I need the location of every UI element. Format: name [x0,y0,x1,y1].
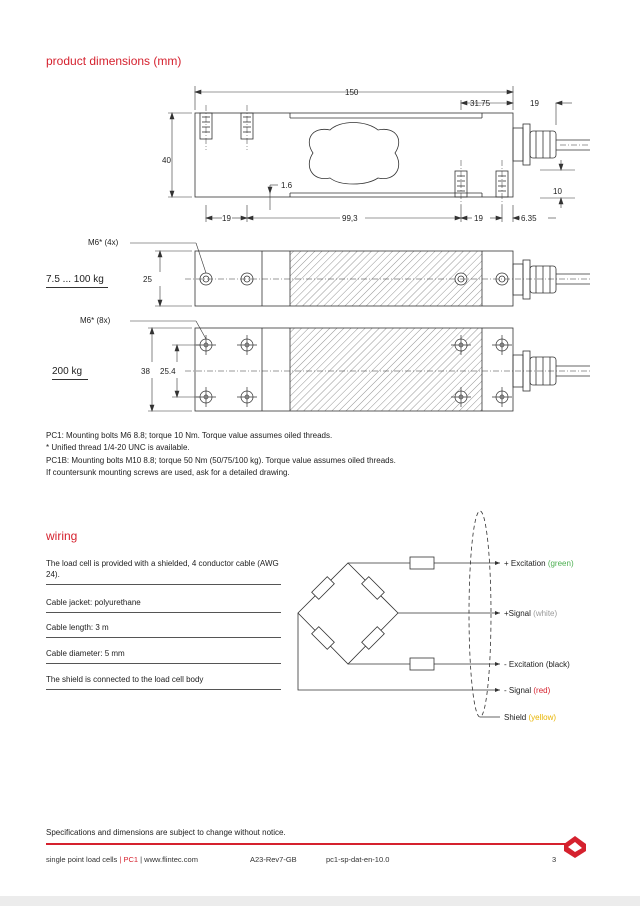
note-line: If countersunk mounting screws are used,… [46,468,290,478]
wire-color: (white) [533,609,558,618]
wiring-title: wiring [46,529,78,543]
note-line: PC1: Mounting bolts M6 8.8; torque 10 Nm… [46,431,333,440]
dim-6-35: 6.35 [521,214,537,223]
dim-25: 25 [143,275,152,284]
footer-website[interactable]: www.flintec.com [144,855,198,864]
label-range-large: 200 kg [52,366,88,380]
footer-rule [46,843,568,845]
dim-1-6: 1.6 [281,181,293,190]
dim-19-left: 19 [222,214,231,223]
dim-19-top: 19 [530,99,539,108]
wiring-spec-item: Cable diameter: 5 mm [46,648,281,664]
dim-10: 10 [553,187,562,196]
dim-150: 150 [345,88,359,97]
dim-31-75: 31.75 [470,99,491,108]
wiring-spec-item: Cable jacket: polyurethane [46,597,281,613]
footer-doc-code: pc1-sp-dat-en-10.0 [326,855,390,864]
label-m6-4x: M6* (4x) [88,238,119,247]
note-line: PC1B: Mounting bolts M10 8.8; torque 50 … [46,455,396,465]
dimension-notes: PC1: Mounting bolts M6 8.8; torque 10 Nm… [46,430,396,480]
page-number: 3 [552,855,557,864]
footer-product: single point load cells [46,855,118,864]
wire-name: Shield [504,713,527,722]
footer-revision: A23-Rev7-GB [250,855,297,864]
wire-label-excitation-minus: - Excitation (black) [504,660,570,669]
wire-name: - Excitation [504,660,544,669]
label-range-small: 7.5 ... 100 kg [46,274,108,288]
wire-name: - Signal [504,686,532,695]
wire-label-shield: Shield (yellow) [504,713,556,722]
label-m6-8x: M6* (8x) [80,316,111,325]
flintec-logo-icon [564,836,586,858]
wire-label-signal-minus: - Signal (red) [504,686,550,695]
top-view-large [185,327,590,412]
wiring-spec-item: Cable length: 3 m [46,622,281,638]
wire-color: (black) [545,660,570,669]
dim-38: 38 [141,367,150,376]
wiring-spec-item: The shield is connected to the load cell… [46,674,281,690]
top-view-small [185,250,590,307]
wiring-diagram [297,510,500,718]
dimension-drawing: 150 31.75 19 40 1.6 10 19 99,3 19 6.35 [130,86,590,412]
footer-sep: | [119,855,122,864]
wire-color: (green) [547,559,574,568]
dim-19-right: 19 [474,214,483,223]
wire-color: (yellow) [528,713,557,722]
wire-color: (red) [533,686,551,695]
note-line: * Unified thread 1/4-20 UNC is available… [46,443,190,453]
side-view [194,105,590,205]
dim-40: 40 [162,156,171,165]
wire-label-excitation-plus: + Excitation (green) [504,559,574,568]
wire-name: +Signal [504,609,531,618]
dimensions-title: product dimensions (mm) [46,54,182,68]
wire-name: + Excitation [504,559,546,568]
dim-25-4: 25.4 [160,367,176,376]
wiring-spec-item: The load cell is provided with a shielde… [46,558,281,585]
wire-label-signal-plus: +Signal (white) [504,609,557,618]
disclaimer: Specifications and dimensions are subjec… [46,828,286,837]
footer-model: PC1 [123,855,139,864]
dim-99-3: 99,3 [342,214,358,223]
footer-meta: single point load cells | PC1 | www.flin… [46,855,198,864]
footer-sep: | [140,855,143,864]
